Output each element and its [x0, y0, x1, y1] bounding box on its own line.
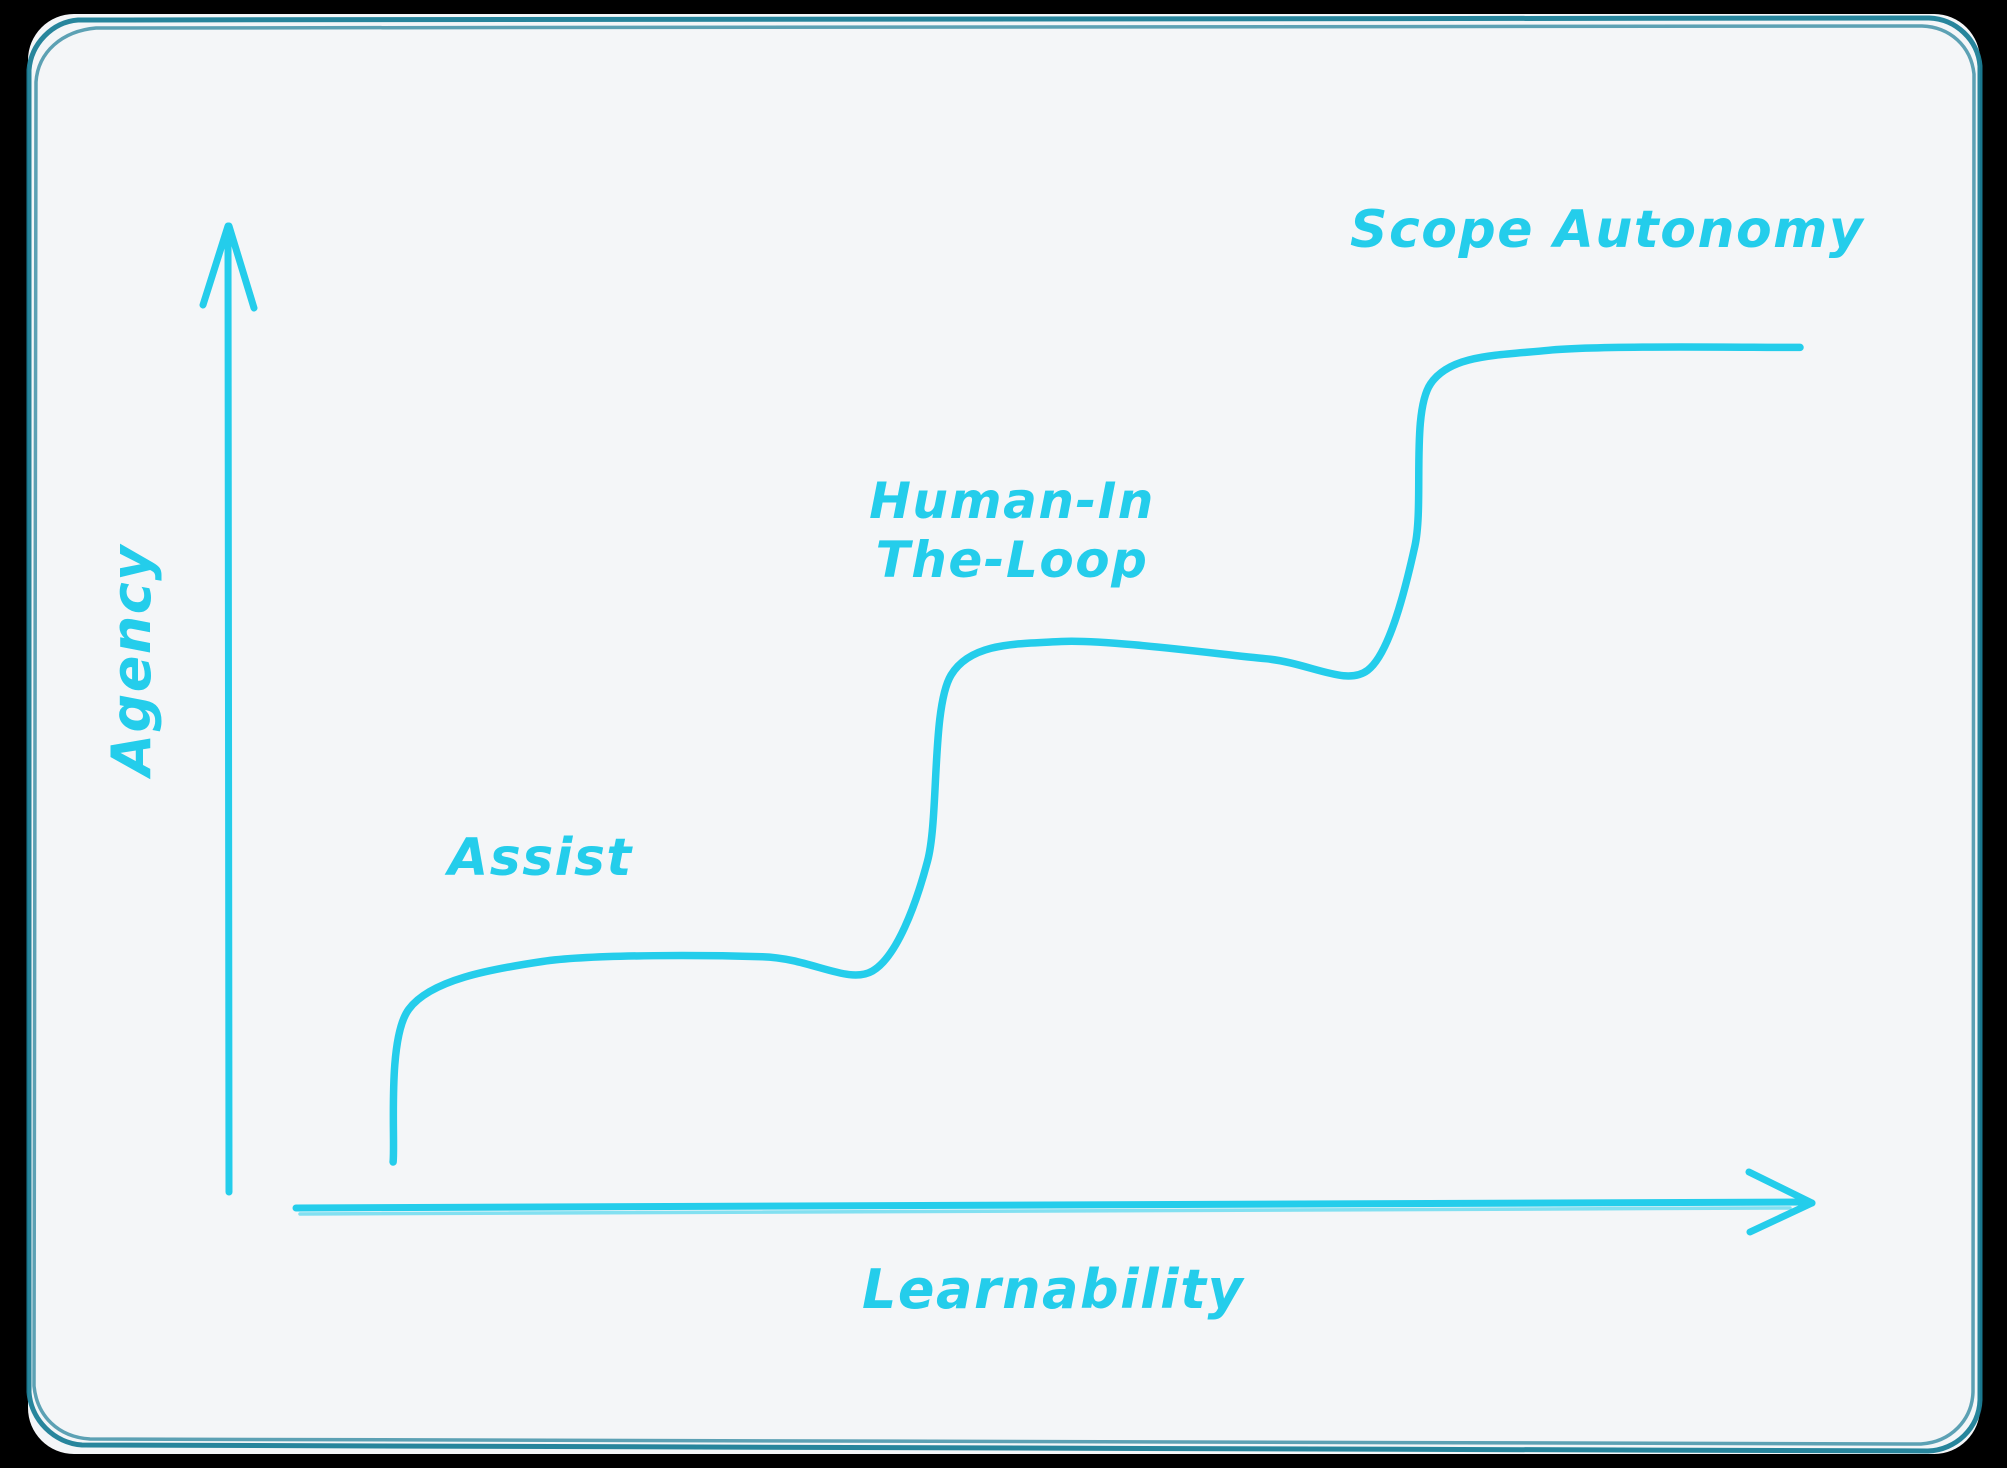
x-axis — [292, 1168, 1816, 1236]
y-axis — [199, 222, 258, 1196]
staircase-curve — [389, 343, 1804, 1166]
